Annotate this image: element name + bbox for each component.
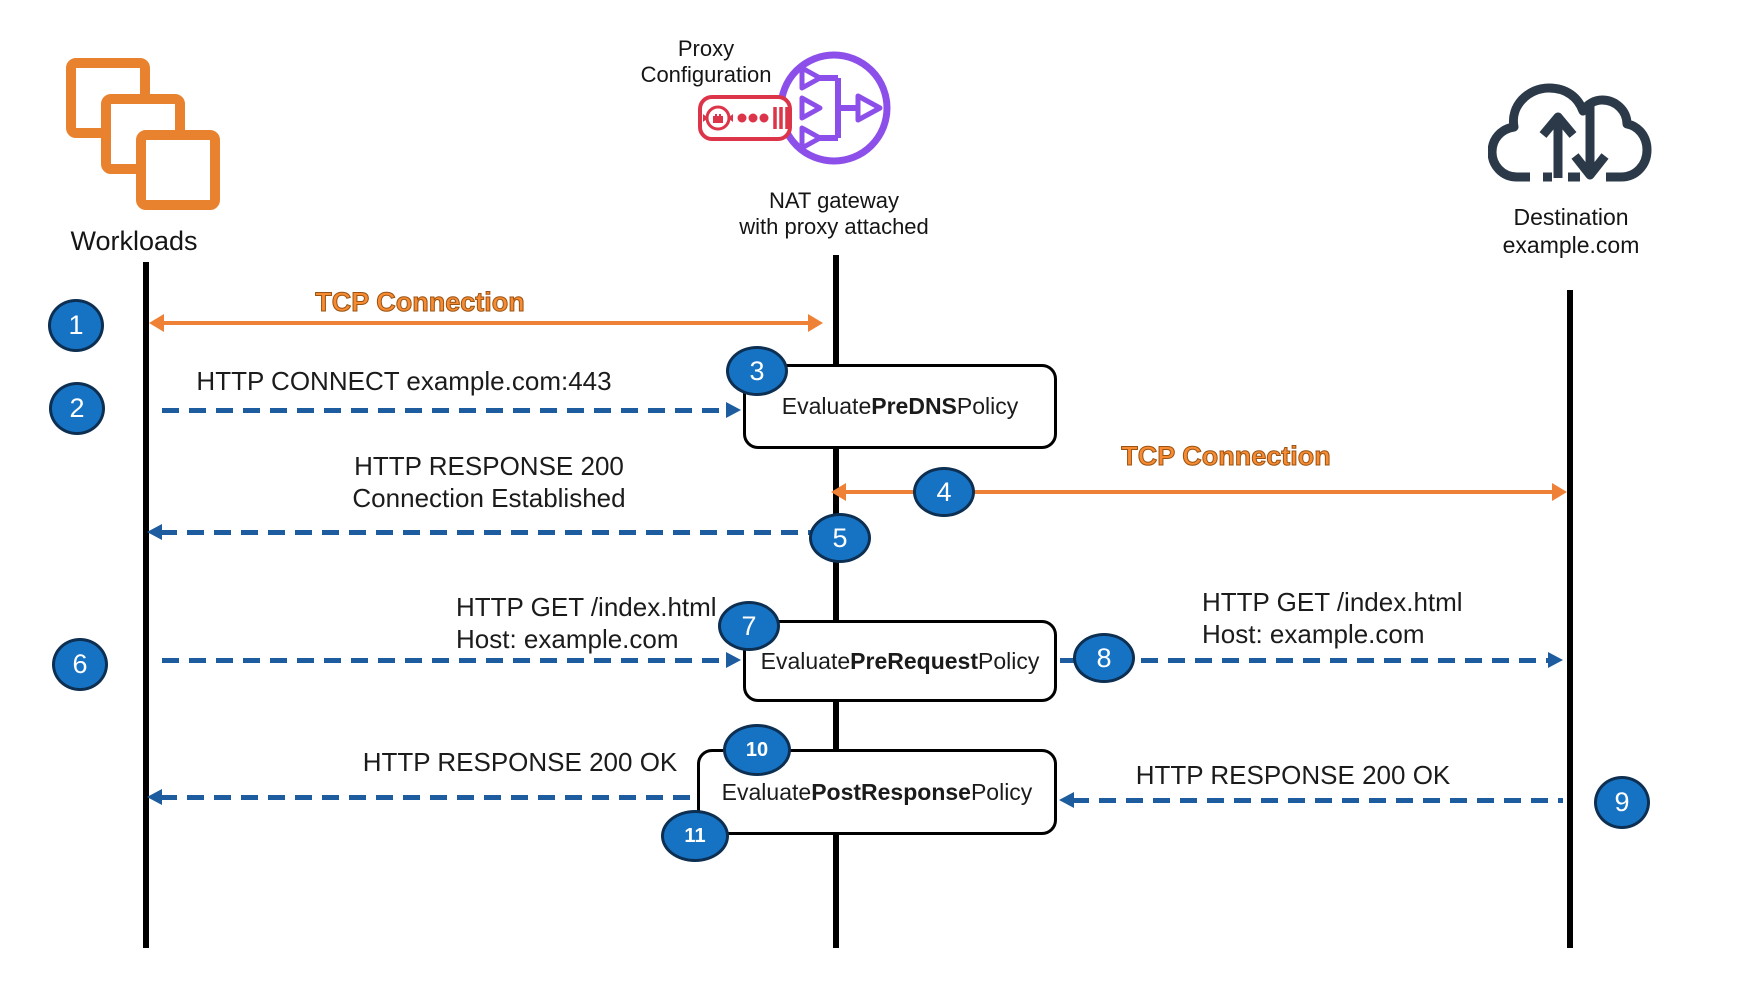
arrowhead-left (1059, 792, 1074, 808)
tcp-connection-label-right: TCP Connection (1121, 440, 1332, 471)
http-get-right-label-line2: Host: example.com (1202, 619, 1425, 649)
tcp-connection-arrow-nat-destination (831, 483, 1567, 501)
http-connect-arrow (162, 402, 741, 418)
destination-lifeline (1567, 290, 1573, 948)
arrowhead-right (726, 652, 741, 668)
workloads-lifeline (143, 262, 149, 948)
proxy-config-label-line1: Proxy (677, 36, 735, 61)
step-5-marker: 5 (809, 513, 871, 563)
step-11-marker: 11 (661, 810, 729, 862)
step-3-marker: 3 (726, 346, 788, 396)
http-response-ok-right-label: HTTP RESPONSE 200 OK (1135, 760, 1451, 790)
destination-label-line1: Destination (1513, 204, 1629, 230)
stacked-squares-icon (136, 130, 220, 210)
policy-text-prefix: Evaluate (721, 778, 812, 805)
proxy-config-icon (698, 95, 792, 141)
workloads-label: Workloads (70, 226, 198, 256)
arrowhead-left (831, 483, 846, 501)
http-get-arrow-nat-destination (1060, 652, 1563, 668)
destination-label-line2: example.com (1502, 232, 1640, 258)
arrowhead-right (1548, 652, 1563, 668)
http-connect-label: HTTP CONNECT example.com:443 (196, 366, 612, 396)
tcp-connection-arrow-workloads-nat (149, 314, 823, 332)
step-8-marker: 8 (1073, 633, 1135, 683)
step-10-marker: 10 (723, 724, 791, 776)
http-get-left-label-line2: Host: example.com (456, 624, 679, 654)
policy-text-suffix: Policy (977, 647, 1040, 674)
postresponse-policy-box: Evaluate PostResponse Policy (697, 749, 1057, 835)
arrowhead-right (808, 314, 823, 332)
nat-gateway-lifeline (833, 255, 839, 948)
http-response-ok-left-label: HTTP RESPONSE 200 OK (362, 747, 678, 777)
http-response-200-arrow (147, 524, 812, 540)
policy-text-prefix: Evaluate (781, 393, 872, 419)
policy-text-keyword: PreDNS (871, 393, 957, 419)
arrowhead-right (1552, 483, 1567, 501)
nat-gateway-label-line2: with proxy attached (739, 214, 929, 239)
prerequest-policy-box: Evaluate PreRequest Policy (743, 620, 1057, 702)
step-1-marker: 1 (48, 299, 104, 352)
policy-text-suffix: Policy (956, 393, 1019, 419)
step-4-marker: 4 (913, 467, 975, 517)
step-2-marker: 2 (49, 382, 105, 435)
step-6-marker: 6 (52, 638, 108, 691)
http-get-left-label-line1: HTTP GET /index.html (456, 592, 717, 622)
policy-text-keyword: PreRequest (850, 647, 978, 674)
nat-gateway-label-line1: NAT gateway (768, 188, 900, 213)
arrowhead-left (149, 314, 164, 332)
predns-policy-box: Evaluate PreDNS Policy (743, 364, 1057, 449)
tcp-connection-label-left: TCP Connection (315, 286, 526, 317)
arrowhead-right (726, 402, 741, 418)
step-9-marker: 9 (1594, 776, 1650, 829)
policy-text-suffix: Policy (970, 778, 1033, 805)
http-response-200-label-line2: Connection Established (352, 483, 626, 513)
nat-gateway-icon (777, 51, 891, 165)
cloud-transfer-icon (1488, 83, 1652, 182)
http-response-ok-arrow-nat-workloads (147, 789, 694, 805)
arrowhead-left (147, 789, 162, 805)
http-response-200-label-line1: HTTP RESPONSE 200 (354, 451, 624, 481)
http-get-right-label-line1: HTTP GET /index.html (1202, 587, 1463, 617)
arrowhead-left (147, 524, 162, 540)
policy-text-keyword: PostResponse (811, 778, 971, 805)
proxy-config-label-line2: Configuration (640, 62, 772, 87)
step-7-marker: 7 (718, 601, 780, 651)
http-get-arrow-workloads-nat (162, 652, 741, 668)
policy-text-prefix: Evaluate (760, 647, 851, 674)
http-response-ok-arrow-destination-nat (1059, 792, 1563, 808)
